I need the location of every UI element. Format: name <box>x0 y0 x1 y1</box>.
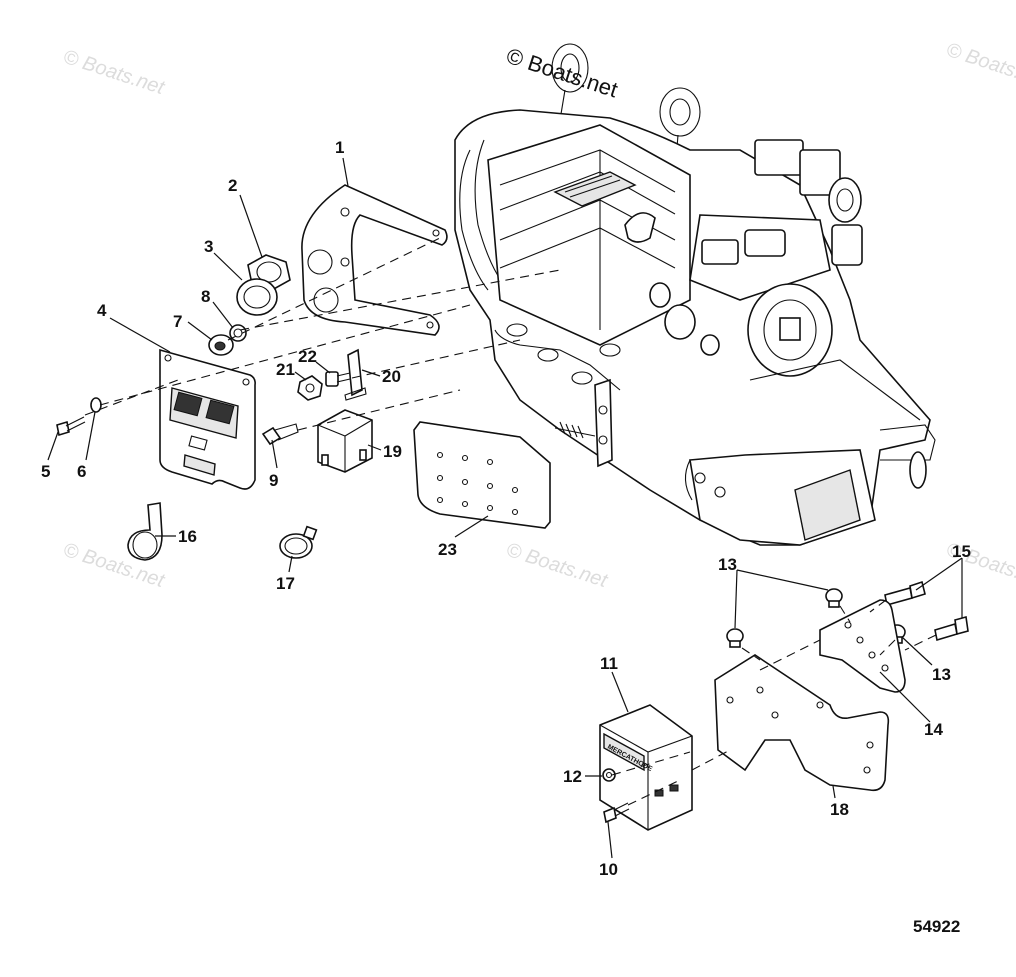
callout-9[interactable]: 9 <box>269 471 278 490</box>
part-15-bolt <box>934 615 969 642</box>
part-7-grommet <box>208 334 234 356</box>
assembly-lines <box>84 237 937 806</box>
part-14-bracket <box>819 599 906 693</box>
callout-22[interactable]: 22 <box>298 347 317 366</box>
callout-6[interactable]: 6 <box>77 462 86 481</box>
callout-16[interactable]: 16 <box>178 527 197 546</box>
part-10-bolt <box>603 802 630 824</box>
callout-4[interactable]: 4 <box>97 301 107 320</box>
callout-11[interactable]: 11 <box>600 654 618 673</box>
watermark-faint: © Boats.net <box>60 46 168 100</box>
callout-19[interactable]: 19 <box>383 442 402 461</box>
part-5-bolt <box>56 416 86 437</box>
callout-15[interactable]: 15 <box>952 542 971 561</box>
part-3-washer <box>236 278 278 316</box>
part-18-bracket <box>714 654 890 792</box>
part-11-module: MERCATHODE <box>599 704 693 831</box>
callout-13-top[interactable]: 13 <box>718 555 737 574</box>
callout-17[interactable]: 17 <box>276 574 295 593</box>
watermark-faint: © Boats.net <box>943 39 1016 93</box>
callout-10[interactable]: 10 <box>599 860 618 879</box>
part-9-bolt <box>261 423 299 446</box>
callout-7[interactable]: 7 <box>173 312 182 331</box>
callout-14[interactable]: 14 <box>924 720 943 739</box>
engine-assembly <box>454 43 936 546</box>
callout-12[interactable]: 12 <box>563 767 582 786</box>
part-20-clip <box>344 348 367 401</box>
callout-13-right[interactable]: 13 <box>932 665 951 684</box>
part-21-nut <box>297 375 323 401</box>
watermark-main: © Boats.net <box>503 43 620 102</box>
part-13-bolt <box>825 588 843 608</box>
part-13-bolt <box>726 628 744 648</box>
part-1-bracket <box>301 184 448 336</box>
callout-20[interactable]: 20 <box>382 367 401 386</box>
leader-lines <box>47 157 963 859</box>
callout-18[interactable]: 18 <box>830 800 849 819</box>
part-16-clamp <box>127 502 163 561</box>
part-23-plate <box>413 421 551 529</box>
callout-5[interactable]: 5 <box>41 462 50 481</box>
callout-21[interactable]: 21 <box>276 360 295 379</box>
callout-3[interactable]: 3 <box>204 237 213 256</box>
callout-23[interactable]: 23 <box>438 540 457 559</box>
callout-8[interactable]: 8 <box>201 287 210 306</box>
part-15-bolt <box>884 580 926 607</box>
watermark-faint: © Boats.net <box>503 539 611 593</box>
part-12-nut <box>602 768 616 782</box>
part-22-bolt <box>325 371 351 387</box>
callout-2[interactable]: 2 <box>228 176 237 195</box>
callouts: 1 2 3 4 5 6 7 8 9 10 11 12 13 13 14 15 1… <box>41 138 971 879</box>
part-17-hose-clamp <box>279 525 318 559</box>
diagram-number: 54922 <box>913 917 960 936</box>
part-4-ecm-module <box>159 348 256 490</box>
callout-1[interactable]: 1 <box>335 138 344 157</box>
part-19-relay <box>317 409 373 473</box>
